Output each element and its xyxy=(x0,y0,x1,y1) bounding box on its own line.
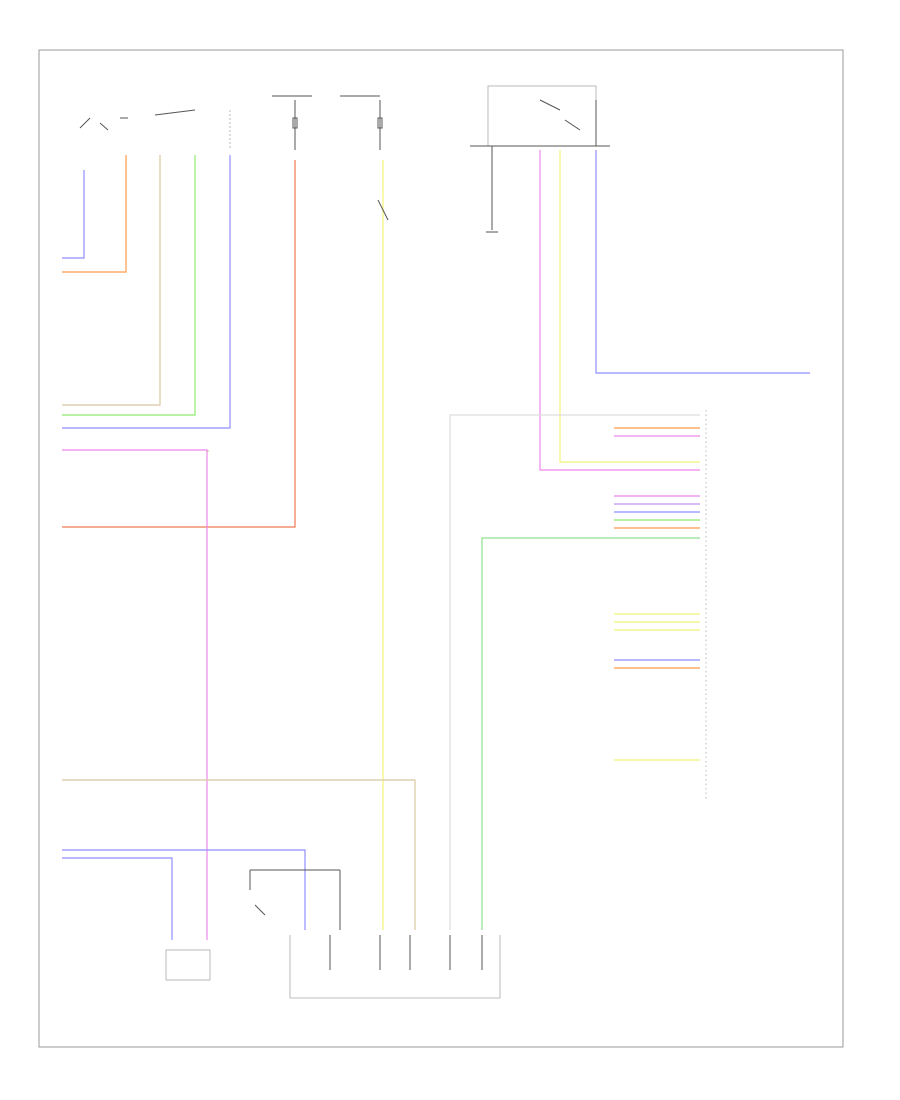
wire-magenta-left xyxy=(62,449,208,940)
relay-box-top-right xyxy=(470,85,610,233)
wire-green-left xyxy=(62,155,196,416)
wire-gray-right xyxy=(449,414,700,930)
wire-green-right xyxy=(481,537,700,930)
wire-blue-left xyxy=(62,170,85,259)
fuse-group-top xyxy=(272,95,383,150)
wire-tan-lower xyxy=(62,779,416,930)
wire-red-orange-left xyxy=(62,160,296,528)
wire-blue-mid-left xyxy=(62,155,231,429)
bottom-center-module xyxy=(289,935,501,999)
right-connector-wires xyxy=(614,427,700,761)
wire-orange-left xyxy=(62,155,127,273)
wire-blue-lower-2 xyxy=(62,857,173,940)
wire-yellow-right xyxy=(559,150,700,463)
wire-blue-right xyxy=(595,150,810,374)
wire-tan-left xyxy=(62,155,161,406)
bottom-left-module xyxy=(165,949,211,981)
diagram-frame xyxy=(38,49,844,1048)
bottom-ground-switch xyxy=(249,869,341,930)
switch-group-top-left xyxy=(79,109,231,150)
wire-magenta-right xyxy=(539,150,700,471)
wire-blue-lower xyxy=(62,849,306,930)
